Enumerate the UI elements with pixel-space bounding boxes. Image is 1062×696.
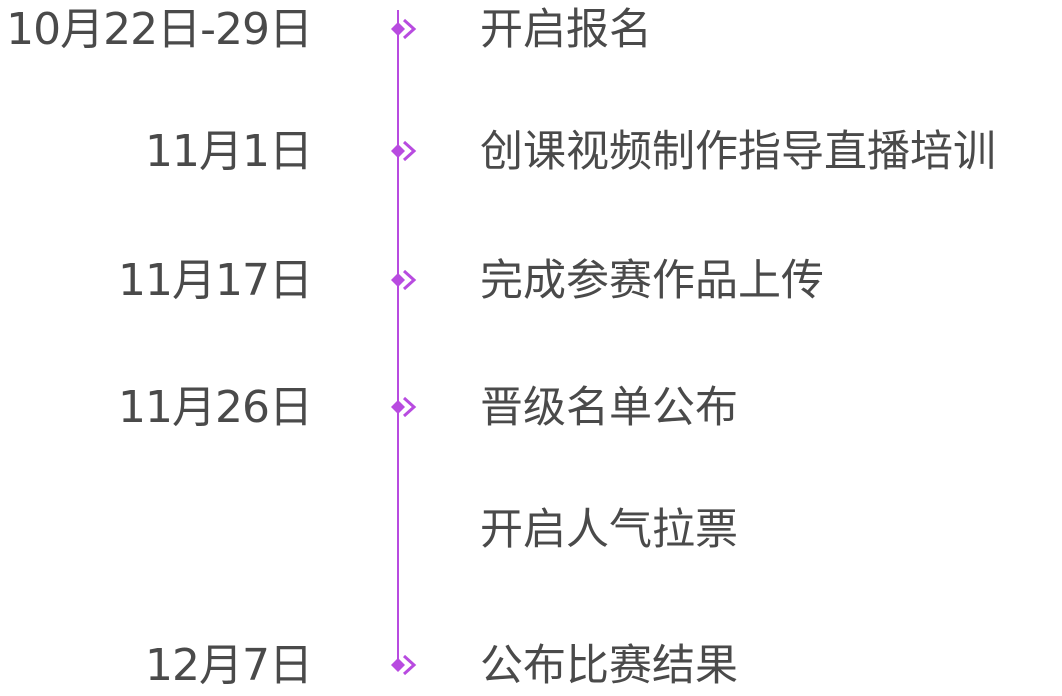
timeline-item-1: 10月22日-29日 开启报名 xyxy=(0,0,1062,60)
timeline-date: 10月22日-29日 xyxy=(6,4,313,55)
timeline-event: 开启人气拉票 xyxy=(480,505,738,555)
diamond-chevron-icon xyxy=(388,134,422,168)
timeline-event: 开启报名 xyxy=(480,5,652,55)
timeline-item-4: 11月26日 晋级名单公布 xyxy=(0,378,1062,438)
timeline-item-6: 12月7日 公布比赛结果 xyxy=(0,636,1062,696)
timeline-date: 11月17日 xyxy=(118,255,313,306)
diamond-chevron-icon xyxy=(388,648,422,682)
timeline-item-3: 11月17日 完成参赛作品上传 xyxy=(0,251,1062,311)
timeline-date: 12月7日 xyxy=(145,640,313,691)
timeline-date: 11月1日 xyxy=(145,126,313,177)
timeline-event: 公布比赛结果 xyxy=(480,641,738,691)
timeline-line xyxy=(397,10,399,668)
timeline-date: 11月26日 xyxy=(118,382,313,433)
diamond-chevron-icon xyxy=(388,390,422,424)
timeline-item-2: 11月1日 创课视频制作指导直播培训 xyxy=(0,122,1062,182)
diamond-chevron-icon xyxy=(388,12,422,46)
timeline-event: 晋级名单公布 xyxy=(480,383,738,433)
diamond-chevron-icon xyxy=(388,263,422,297)
timeline-event: 完成参赛作品上传 xyxy=(480,256,824,306)
timeline-item-5: 开启人气拉票 xyxy=(0,500,1062,560)
timeline-event: 创课视频制作指导直播培训 xyxy=(480,127,996,177)
